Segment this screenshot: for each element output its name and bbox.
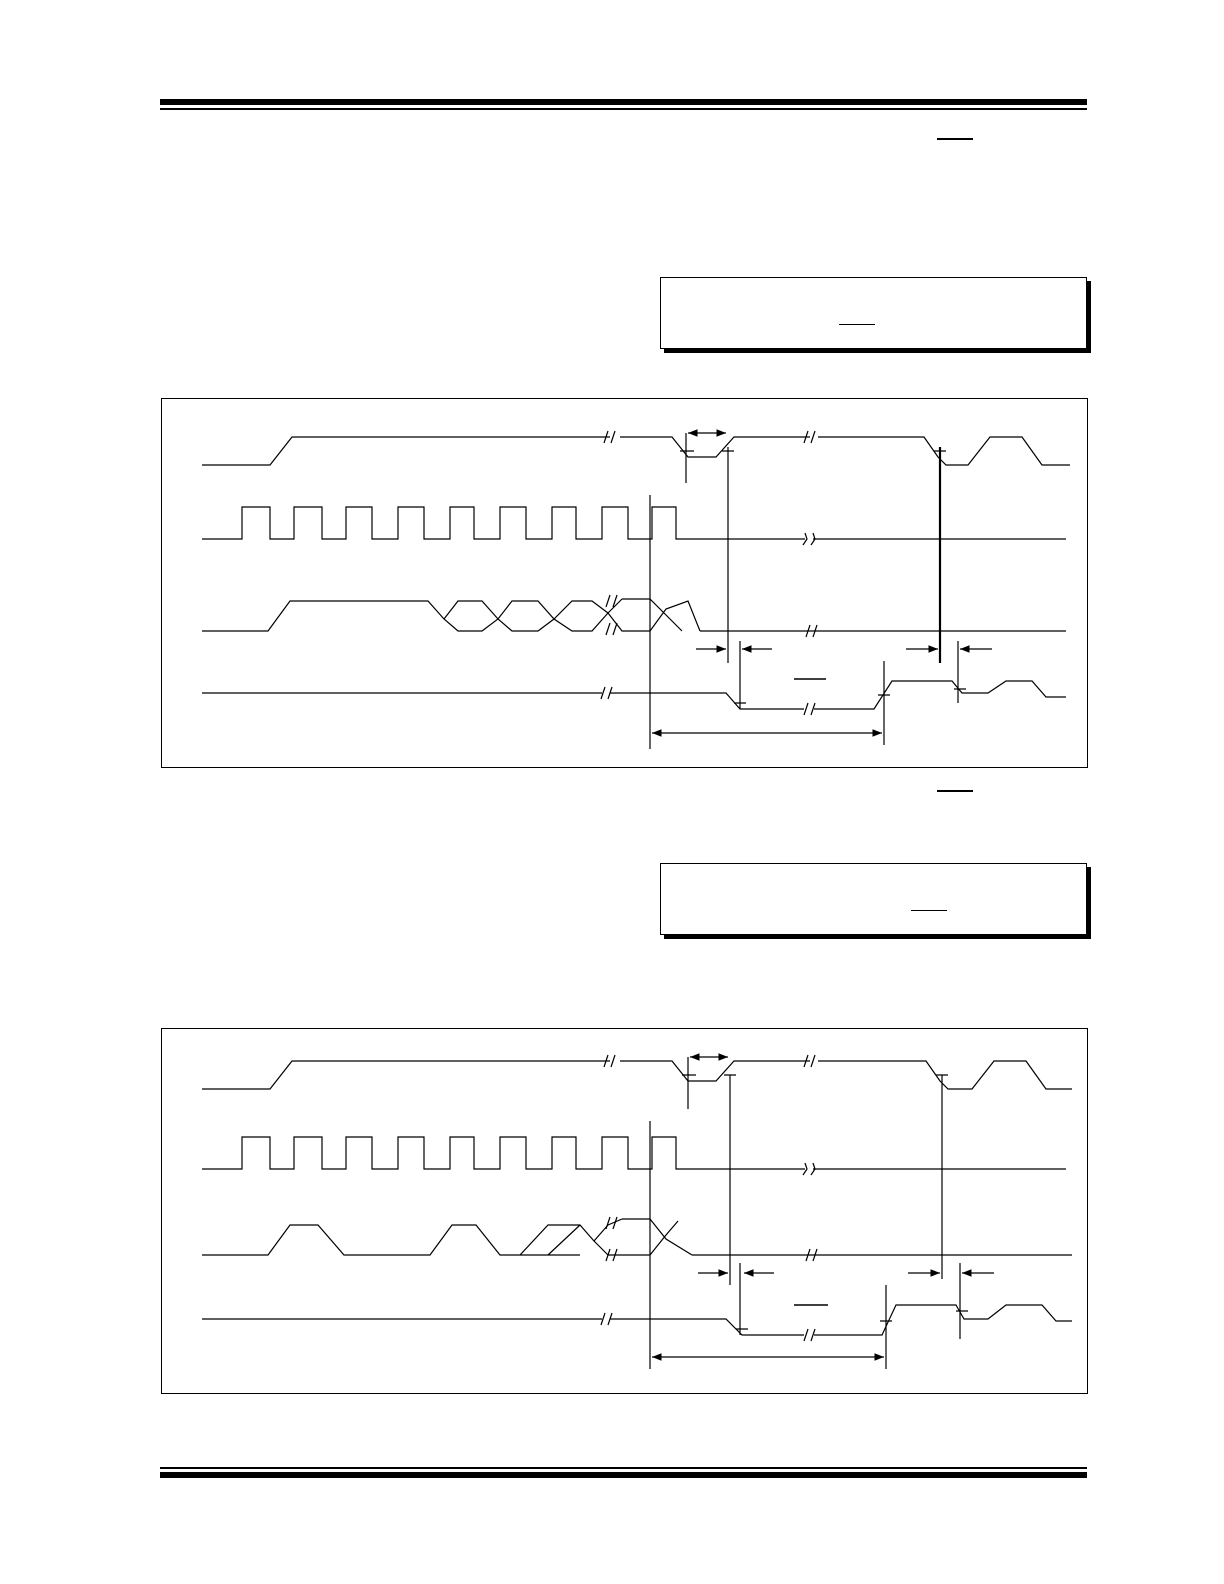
signal-1-wave <box>202 1060 1072 1090</box>
break-mark <box>802 532 816 546</box>
header-rule-thin <box>160 108 1087 110</box>
signal-4-wave <box>202 1304 1072 1336</box>
text-overbar-1 <box>937 138 973 140</box>
break-mark <box>600 1312 816 1342</box>
signal-2-wave <box>202 1136 1066 1170</box>
timing-diagram-2 <box>161 1028 1088 1394</box>
break-mark <box>605 1216 818 1262</box>
break-mark <box>603 430 816 444</box>
signal-2-wave <box>202 506 1066 540</box>
tick-mark <box>682 1074 968 1330</box>
timing-diagram-1 <box>161 398 1088 768</box>
break-mark <box>802 1162 816 1176</box>
break-mark <box>600 686 816 716</box>
timing-diagram-2-svg <box>202 1053 1072 1369</box>
break-mark <box>603 1054 816 1068</box>
tick-mark <box>680 450 966 704</box>
note-overbar <box>839 324 875 325</box>
signal-4-wave <box>202 680 1066 710</box>
note-overbar <box>911 910 947 911</box>
signal-3-wave <box>202 598 1066 632</box>
note-box-1 <box>660 277 1087 349</box>
signal-1-wave <box>202 436 1070 466</box>
break-mark <box>605 594 818 638</box>
note-box-2 <box>660 863 1087 935</box>
text-overbar-2 <box>937 790 973 792</box>
timing-diagram-1-svg <box>202 429 1070 749</box>
footer-rule-thick <box>160 1472 1087 1478</box>
footer-rule-thin <box>160 1467 1087 1469</box>
header-rule-thick <box>160 99 1087 105</box>
